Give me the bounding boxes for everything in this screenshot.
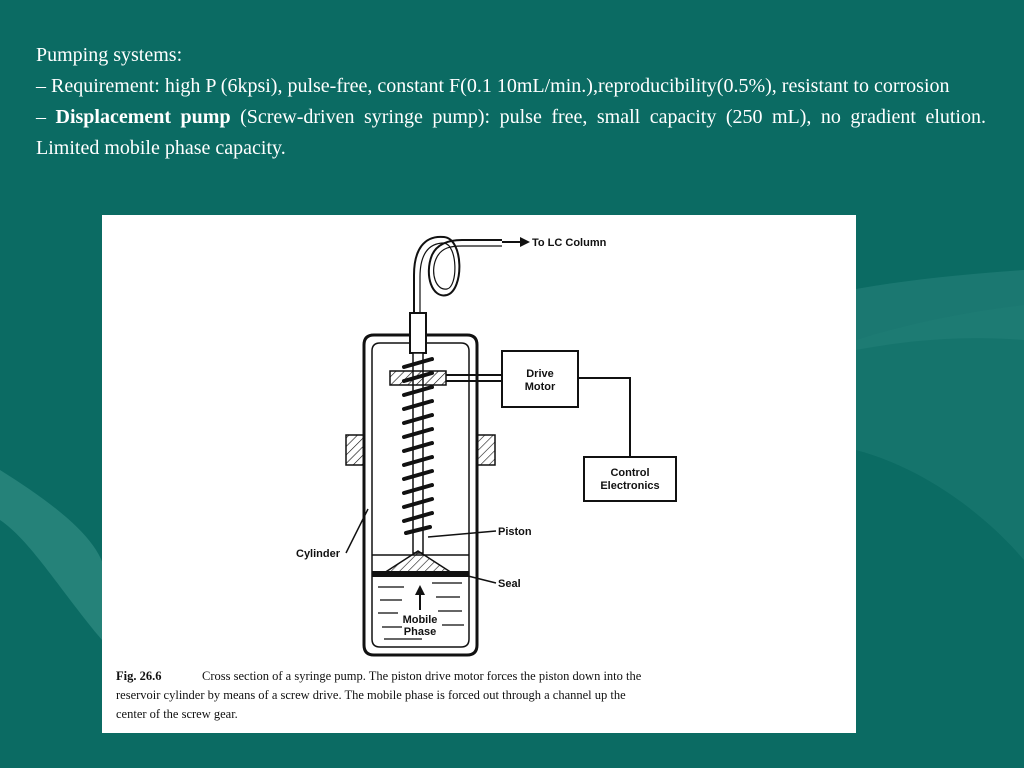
label-drive: Drive — [526, 368, 554, 380]
flow-arrow — [415, 585, 425, 610]
label-mobile: Mobile — [403, 614, 438, 626]
mobile-phase-liquid — [378, 582, 464, 640]
caption-line-2: reservoir cylinder by means of a screw d… — [116, 688, 626, 702]
cylinder-body — [345, 333, 496, 657]
slide-text: Pumping systems: – Requirement: high P (… — [36, 40, 986, 164]
control-wire — [578, 377, 631, 457]
syringe-pump-diagram: To LC Column — [116, 235, 677, 721]
bullet-bold-term: Displacement pump — [55, 106, 231, 128]
label-piston: Piston — [498, 526, 532, 538]
heading: Pumping systems: — [36, 44, 183, 66]
label-phase: Phase — [404, 626, 436, 638]
label-electronics: Electronics — [600, 480, 659, 492]
control-electronics-box — [583, 456, 677, 502]
arrow-to-column — [502, 237, 530, 247]
bullet-prefix: – — [36, 106, 56, 128]
caption-line-1: Cross section of a syringe pump. The pis… — [202, 669, 642, 683]
caption-line-3: center of the screw gear. — [116, 707, 238, 721]
outlet-tubing — [413, 235, 502, 315]
syringe-pump-figure: To LC Column — [102, 215, 856, 733]
caption-fig-number: Fig. 26.6 — [116, 669, 161, 683]
drive-motor-box — [501, 350, 579, 408]
leader-lines — [345, 508, 497, 584]
screw-shaft — [389, 312, 447, 554]
bullet-requirement: – Requirement: high P (6kpsi), pulse-fre… — [36, 75, 950, 97]
label-to-lc-column: To LC Column — [532, 237, 607, 249]
label-cylinder: Cylinder — [296, 548, 341, 560]
label-seal: Seal — [498, 578, 521, 590]
bullet-rest: (Screw-driven syringe pump): pulse free,… — [36, 106, 986, 159]
bullet-displacement-pump: – Displacement pump (Screw-driven syring… — [36, 102, 986, 164]
piston — [372, 550, 469, 577]
drive-linkage — [446, 374, 502, 382]
label-control: Control — [610, 467, 649, 479]
label-motor: Motor — [525, 381, 556, 393]
